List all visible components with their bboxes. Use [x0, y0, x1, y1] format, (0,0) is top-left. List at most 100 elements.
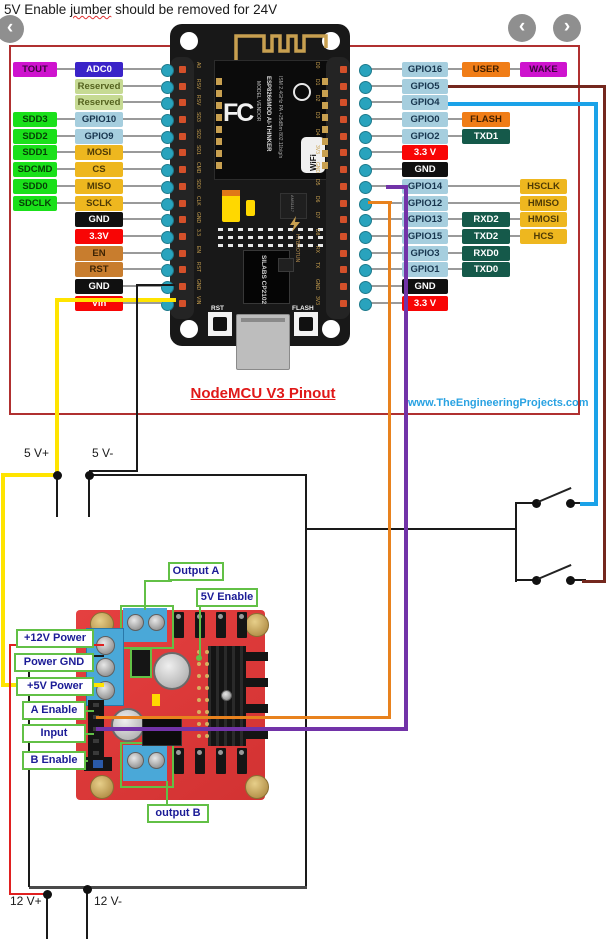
- header-pad: [179, 148, 186, 156]
- header-pad: [340, 282, 347, 290]
- wire-gpio14-input: [386, 185, 408, 189]
- wire-gpio4-switch: [594, 102, 598, 506]
- pin-dot: [358, 263, 372, 277]
- connector-line: [448, 252, 462, 254]
- wire-switch-common: [305, 528, 516, 530]
- pin-dot: [358, 213, 372, 227]
- connector-line: [369, 151, 402, 153]
- usb-chip-label: SILABS CP2102: [260, 255, 267, 305]
- pin-dot: [160, 180, 174, 194]
- mounting-hole: [180, 320, 198, 338]
- transistor: [216, 612, 226, 638]
- l298n-pad: [197, 698, 201, 702]
- mounting-hole: [322, 320, 340, 338]
- pin-dot: [160, 80, 174, 94]
- junction-dot: [42, 889, 52, 899]
- connector-stub: [246, 652, 268, 661]
- next-arrow-button[interactable]: ›: [553, 14, 581, 42]
- capacitor: [246, 200, 255, 216]
- pin-dot: [358, 80, 372, 94]
- pin-label-Reserved: Reserved: [75, 94, 123, 110]
- wire-gnd-loop: [29, 886, 307, 889]
- board-pin-label: RST: [195, 262, 201, 272]
- module-pad: [322, 138, 328, 145]
- smd-capacitor: [152, 694, 160, 706]
- header-pad: [340, 299, 347, 307]
- board-pin-label: D2: [314, 95, 320, 102]
- header-pad: [340, 249, 347, 257]
- board-pin-label: D0: [314, 62, 320, 69]
- header-pad: [179, 299, 186, 307]
- board-pin-label: D5: [314, 179, 320, 186]
- header-pad: [340, 199, 347, 207]
- transistor: [174, 612, 184, 638]
- pin-dot: [160, 230, 174, 244]
- flash-button: [294, 312, 318, 336]
- solder-pads: [218, 228, 328, 231]
- page-title: 5V Enable jumber should be removed for 2…: [4, 2, 277, 17]
- module-pad: [322, 78, 328, 85]
- board-pin-label: D6: [314, 196, 320, 203]
- module-pad: [216, 114, 222, 121]
- connector-stub: [246, 730, 268, 739]
- leader-output-a: [144, 580, 146, 610]
- l298n-pad: [197, 734, 201, 738]
- pin-label-SCLK: SCLK: [75, 195, 123, 211]
- label-12v-power: +12V Power: [16, 629, 94, 648]
- connector-line: [448, 68, 462, 70]
- header-pad: [179, 249, 186, 257]
- pin-dot: [358, 230, 372, 244]
- wire-switch-bottom: [515, 579, 537, 581]
- pin-dot: [160, 280, 174, 294]
- board-pin-label: GND: [195, 279, 201, 291]
- switch-terminal-dot: [565, 498, 575, 508]
- header-pad: [340, 165, 347, 173]
- pcb-antenna: [234, 34, 328, 60]
- pin-label-GPIO5: GPIO5: [402, 78, 448, 94]
- pin-dot: [160, 197, 174, 211]
- terminal-screw: [127, 614, 144, 631]
- wire-gpio4-switch: [580, 502, 598, 506]
- label-5v-plus: 5 V+: [24, 446, 50, 460]
- pin-dot: [160, 263, 174, 277]
- prev-arrow-button[interactable]: ‹: [508, 14, 536, 42]
- terminal-screw: [148, 614, 165, 631]
- chevron-right-icon: ›: [563, 16, 571, 37]
- fcc-logo: FC: [223, 99, 254, 127]
- label-a-enable: A Enable: [22, 701, 86, 720]
- wire-gnd-loop: [89, 474, 307, 476]
- pin-label-GND: GND: [75, 211, 123, 227]
- connector-line: [448, 218, 462, 220]
- board-pin-label: TX: [314, 262, 320, 269]
- module-pad: [216, 102, 222, 109]
- transistor: [237, 612, 247, 638]
- wifi-badge: WiFi: [301, 137, 325, 173]
- pin-dot: [160, 96, 174, 110]
- corner-screw: [245, 775, 269, 799]
- chevron-left-icon: ‹: [6, 17, 14, 38]
- connector-line: [123, 218, 161, 220]
- pin-label-MOSI: MOSI: [75, 144, 123, 160]
- label-5v-enable: 5V Enable: [196, 588, 258, 607]
- driver-chip: [142, 718, 182, 746]
- module-pad: [322, 102, 328, 109]
- wire-gnd-loop: [28, 656, 30, 887]
- connector-line: [510, 218, 520, 220]
- pin-label-Reserved: Reserved: [75, 78, 123, 94]
- pin-label-TXD0: TXD0: [462, 261, 510, 277]
- connector-line: [369, 85, 402, 87]
- pin-dot: [358, 280, 372, 294]
- connector-line: [369, 218, 402, 220]
- module-text: MODEL VENDOR: [255, 81, 261, 122]
- board-pin-label: SD0: [195, 179, 201, 189]
- connector-line: [57, 135, 75, 137]
- website-link[interactable]: www.TheEngineeringProjects.com: [408, 397, 589, 409]
- pin-label-RST: RST: [75, 261, 123, 277]
- back-arrow-button[interactable]: ‹: [0, 15, 24, 43]
- pin-label-GND: GND: [75, 278, 123, 294]
- module-pad: [216, 78, 222, 85]
- header-pad: [179, 132, 186, 140]
- module-pad: [216, 90, 222, 97]
- connector-line: [57, 68, 75, 70]
- switch-terminal-dot: [531, 498, 541, 508]
